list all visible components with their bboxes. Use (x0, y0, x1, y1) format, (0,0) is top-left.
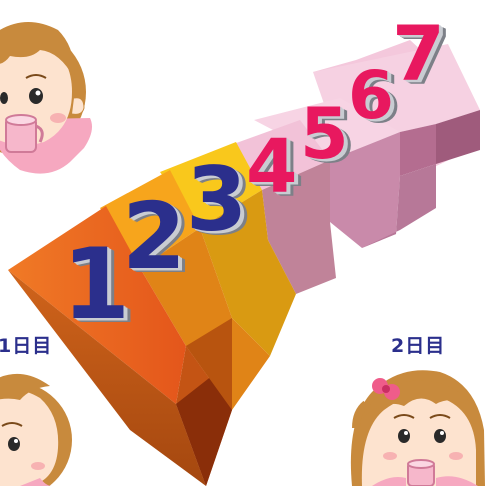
baby-drinking-cup-icon (0, 22, 92, 174)
step-2-face: 2 (122, 183, 186, 290)
step-3-face: 3 (186, 148, 247, 251)
day-1-label: 1日目 (0, 331, 52, 358)
baby-with-bow-icon (351, 370, 485, 486)
step-7-face: 7 (392, 9, 445, 98)
step-5-face: 5 (300, 93, 349, 175)
day-2-label: 2日目 (391, 331, 445, 358)
step-6-face: 6 (348, 57, 394, 134)
step-1-face: 1 (62, 228, 130, 342)
step-4-face: 4 (246, 124, 298, 210)
baby-bottom-left-icon (0, 374, 72, 486)
